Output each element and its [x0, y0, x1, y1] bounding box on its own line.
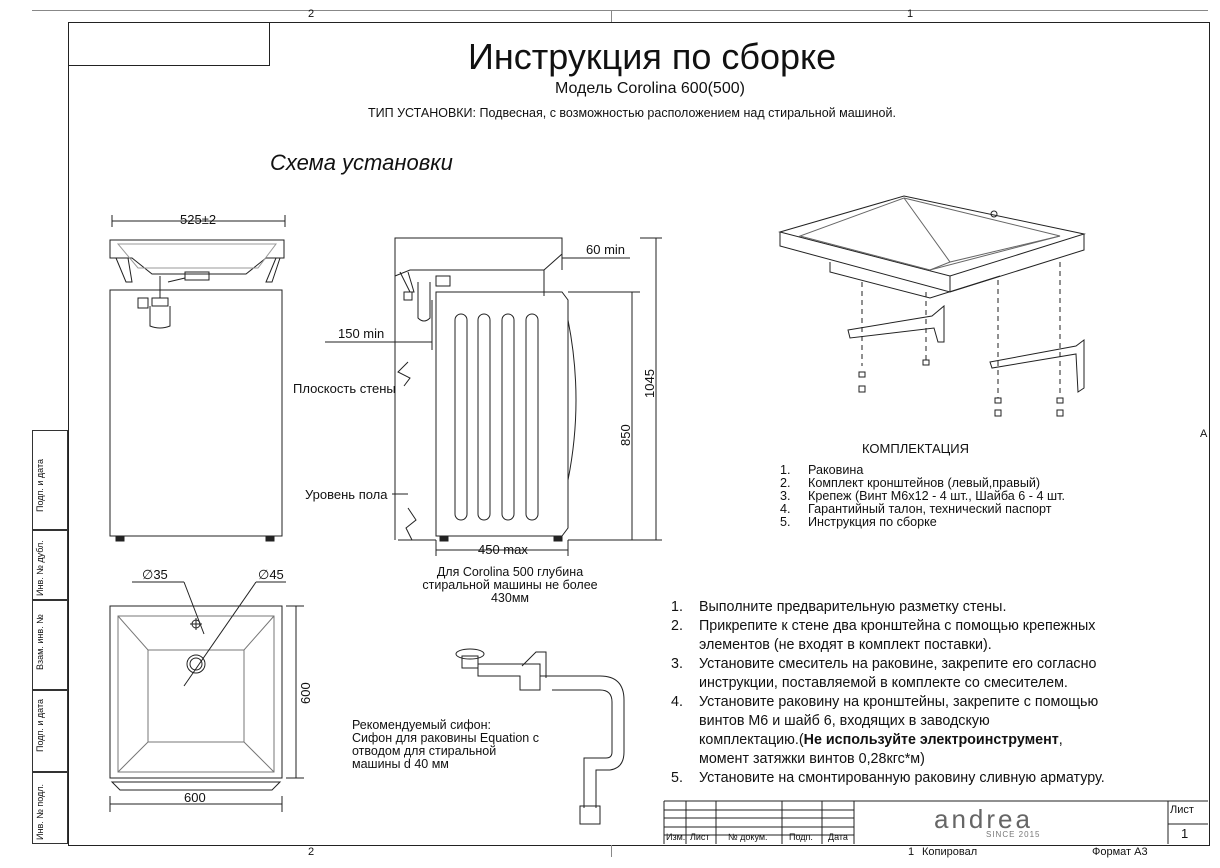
instruction-item: 4.Установите раковину на кронштейны, зак…	[671, 694, 1099, 767]
front-view-sink	[109, 215, 286, 542]
format-label: Формат А3	[1092, 846, 1148, 858]
side-stamp-cell-3	[32, 600, 68, 690]
dim-450max-label: 450 max	[478, 542, 528, 557]
bottom-zone-divider	[611, 845, 612, 857]
copied-label: Копировал	[922, 846, 978, 858]
sheet-number: 1	[1181, 826, 1189, 841]
corolina-note-line-2: стиральной машины не более	[422, 578, 598, 592]
dim-150min-label: 150 min	[338, 326, 385, 341]
stamp-col-izm: Изм.	[666, 832, 686, 842]
install-type: ТИП УСТАНОВКИ: Подвесная, с возможностью…	[368, 106, 896, 120]
dim-600-vertical-label: 600	[298, 682, 313, 704]
siphon-note: Рекомендуемый сифон: Сифон для раковины …	[352, 719, 539, 771]
copied-number: 1	[908, 846, 915, 858]
side-stamp-cell-1	[32, 430, 68, 530]
title-box-top-left	[68, 22, 270, 66]
stamp-col-list: Лист	[690, 832, 710, 842]
stamp-col-doc: № докум.	[728, 832, 768, 842]
kit-item: 4.Гарантийный талон, технический паспорт	[780, 502, 1052, 516]
model-subtitle: Модель Corolina 600(500)	[555, 80, 745, 97]
scheme-heading: Схема установки	[270, 150, 453, 175]
instruction-item: 1.Выполните предварительную разметку сте…	[671, 599, 1007, 615]
top-zone-divider	[611, 10, 612, 22]
zone-bottom-2: 2	[308, 846, 315, 858]
dia-45-label: ∅45	[258, 567, 284, 582]
corolina-note-line-1: Для Corolina 500 глубина	[436, 565, 584, 579]
dim-850-label: 850	[618, 424, 633, 446]
instruction-item: 2.Прикрепите к стене два кронштейна с по…	[671, 618, 1096, 653]
siphon-note-line-1: Рекомендуемый сифон:	[352, 718, 491, 732]
zone-top-2: 2	[308, 8, 315, 20]
siphon-note-line-3: отводом для стиральной	[352, 744, 497, 758]
kit-list: 1.Раковина 2.Комплект кронштейнов (левый…	[780, 464, 1065, 529]
zone-top-1: 1	[907, 8, 914, 20]
kit-item: 2.Комплект кронштейнов (левый,правый)	[780, 476, 1041, 490]
dim-60min-label: 60 min	[586, 242, 626, 257]
stamp-col-sign: Подп.	[789, 832, 813, 842]
top-view-sink	[109, 581, 304, 812]
dim-1045-label: 1045	[642, 369, 657, 398]
isometric-sink	[778, 195, 1086, 417]
zone-right-a: A	[1200, 428, 1208, 440]
warning-text: Не используйте электроинструмент	[803, 732, 1059, 748]
siphon-drawing	[455, 648, 625, 825]
kit-item: 3.Крепеж (Винт М6х12 - 4 шт., Шайба 6 - …	[780, 489, 1065, 503]
side-stamp-cell-5	[32, 772, 68, 844]
siphon-note-line-2: Сифон для раковины Equation с	[352, 731, 539, 745]
sheet-label: Лист	[1170, 804, 1194, 816]
kit-item: 1.Раковина	[780, 463, 864, 477]
instruction-item: 3.Установите смеситель на раковине, закр…	[671, 656, 1097, 691]
instruction-item: 5.Установите на смонтированную раковину …	[671, 770, 1105, 786]
dia-35-label: ∅35	[142, 567, 168, 582]
side-stamp-cell-2	[32, 530, 68, 600]
stamp-col-date: Дата	[828, 832, 848, 842]
dim-600-horizontal-label: 600	[184, 790, 206, 805]
sheet-frame	[68, 22, 1210, 846]
wall-plane-label: Плоскость стены	[293, 381, 396, 396]
brand-logo: andrea	[934, 804, 1033, 834]
dim-width-label: 525±2	[180, 212, 217, 227]
brand-logo-sub: SINCE 2015	[986, 830, 1041, 839]
siphon-note-line-4: машины d 40 мм	[352, 757, 449, 771]
floor-level-label: Уровень пола	[305, 487, 388, 502]
kit-heading: КОМПЛЕКТАЦИЯ	[862, 441, 970, 456]
kit-item: 5.Инструкция по сборке	[780, 515, 937, 529]
side-stamp-cell-4	[32, 690, 68, 772]
page-title: Инструкция по сборке	[468, 36, 837, 77]
corolina-note: Для Corolina 500 глубина стиральной маши…	[404, 566, 616, 605]
corolina-note-line-3: 430мм	[490, 591, 530, 605]
top-border	[32, 10, 1208, 11]
instruction-list: 1.Выполните предварительную разметку сте…	[671, 598, 1105, 788]
title-block-lines	[663, 800, 1208, 844]
side-view	[325, 237, 662, 556]
